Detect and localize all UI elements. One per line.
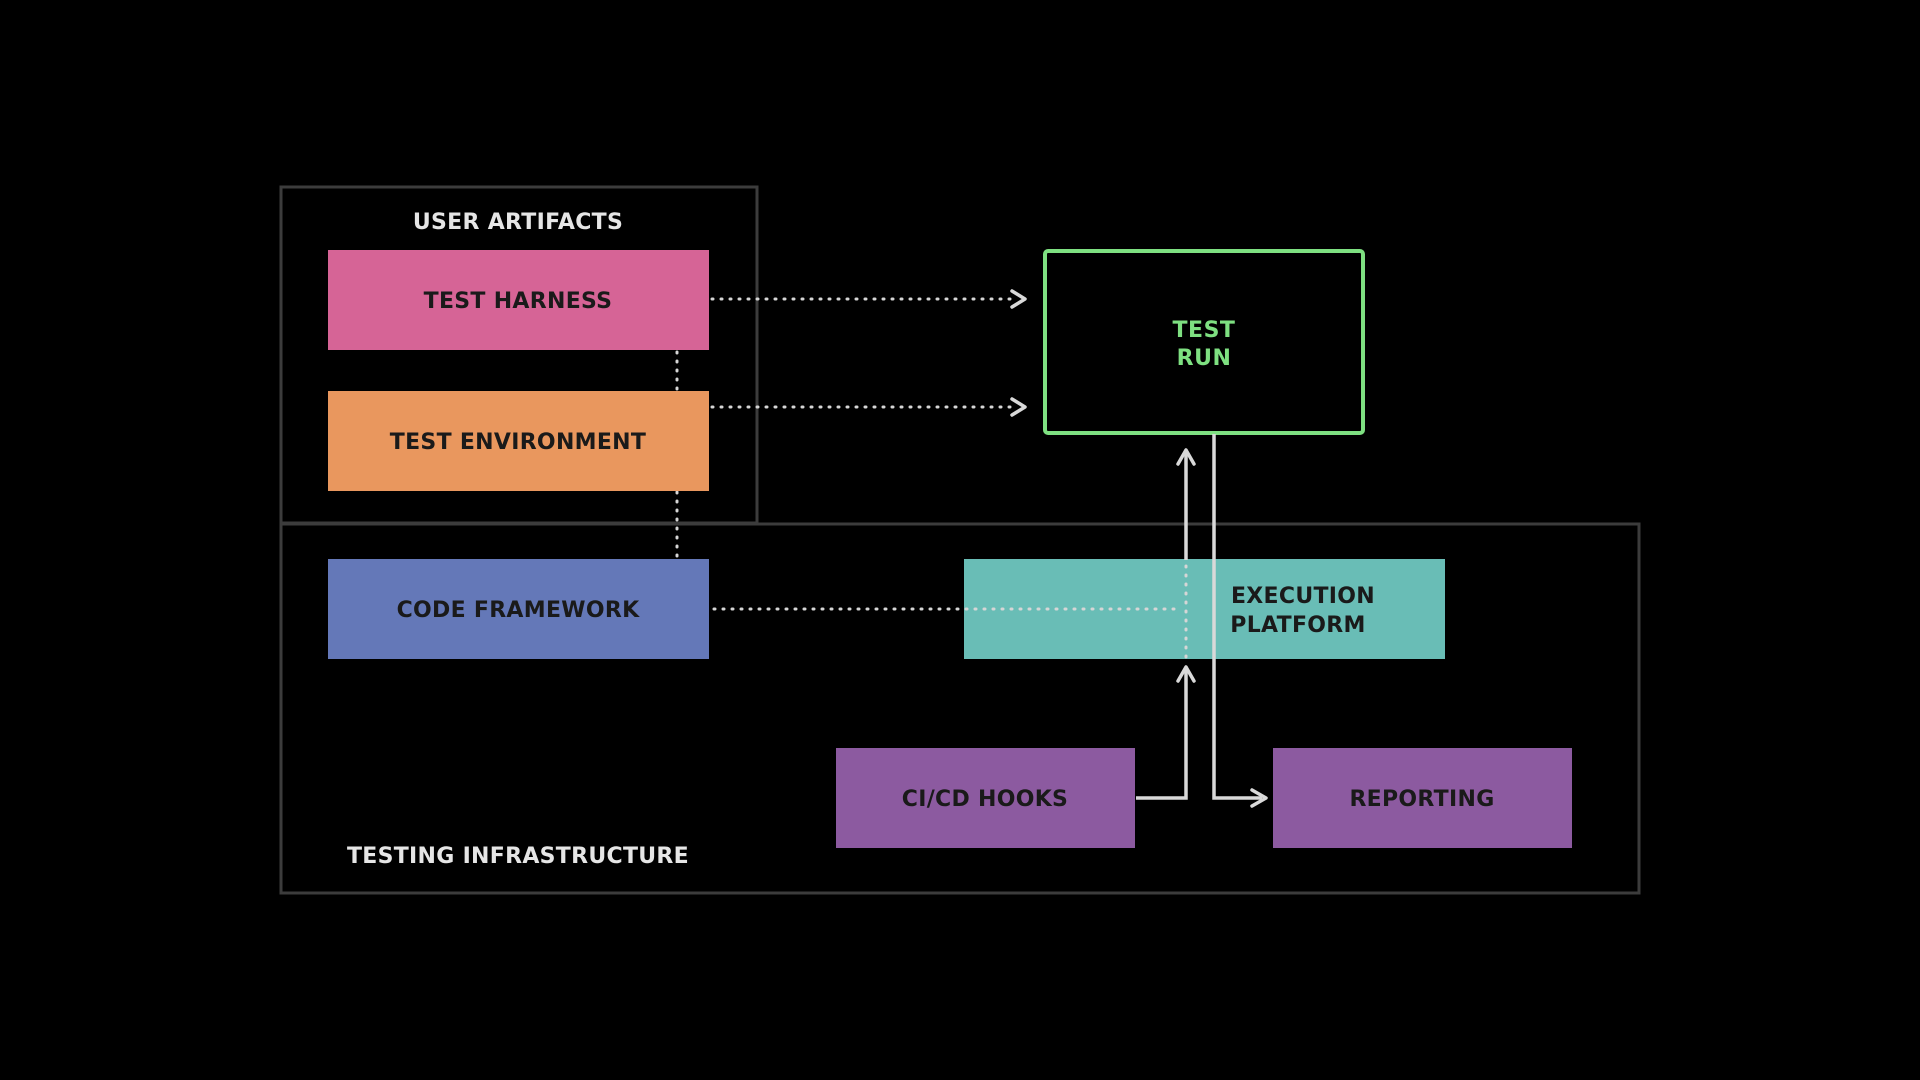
execution-platform-label-line2: PLATFORM bbox=[1230, 613, 1365, 638]
test-environment-label: TEST ENVIRONMENT bbox=[390, 430, 646, 455]
code-framework-label: CODE FRAMEWORK bbox=[397, 598, 641, 623]
execution-platform-label-line1: EXECUTION bbox=[1231, 584, 1375, 609]
ci-cd-hooks-box bbox=[836, 748, 1135, 848]
test-harness-box bbox=[328, 250, 709, 350]
harness-to-run-arrowhead bbox=[1010, 289, 1027, 309]
testing-infrastructure-frame bbox=[279, 522, 1641, 895]
test-environment-box bbox=[328, 391, 709, 491]
test-run-box bbox=[1043, 249, 1365, 435]
ci-hooks-to-platform-arrowhead bbox=[1176, 665, 1196, 683]
ci-hooks-to-platform-line bbox=[1136, 670, 1188, 800]
environment-to-run-arrowhead bbox=[1010, 397, 1027, 417]
ci-cd-hooks-label: CI/CD HOOKS bbox=[902, 787, 1068, 812]
user-artifacts-label: USER ARTIFACTS bbox=[413, 210, 623, 235]
testing-infrastructure-label: TESTING INFRASTRUCTURE bbox=[347, 844, 689, 869]
platform-to-run-arrowhead bbox=[1176, 448, 1196, 466]
code-framework-box bbox=[328, 559, 709, 659]
reporting-box bbox=[1273, 748, 1572, 848]
run-to-reporting-arrowhead bbox=[1250, 788, 1268, 808]
execution-platform-box bbox=[964, 559, 1445, 659]
test-run-label-line2: RUN bbox=[1177, 346, 1232, 371]
run-to-reporting-line bbox=[1212, 434, 1262, 800]
reporting-label: REPORTING bbox=[1349, 787, 1494, 812]
test-run-label-line1: TEST bbox=[1173, 318, 1236, 343]
test-harness-label: TEST HARNESS bbox=[424, 289, 613, 314]
